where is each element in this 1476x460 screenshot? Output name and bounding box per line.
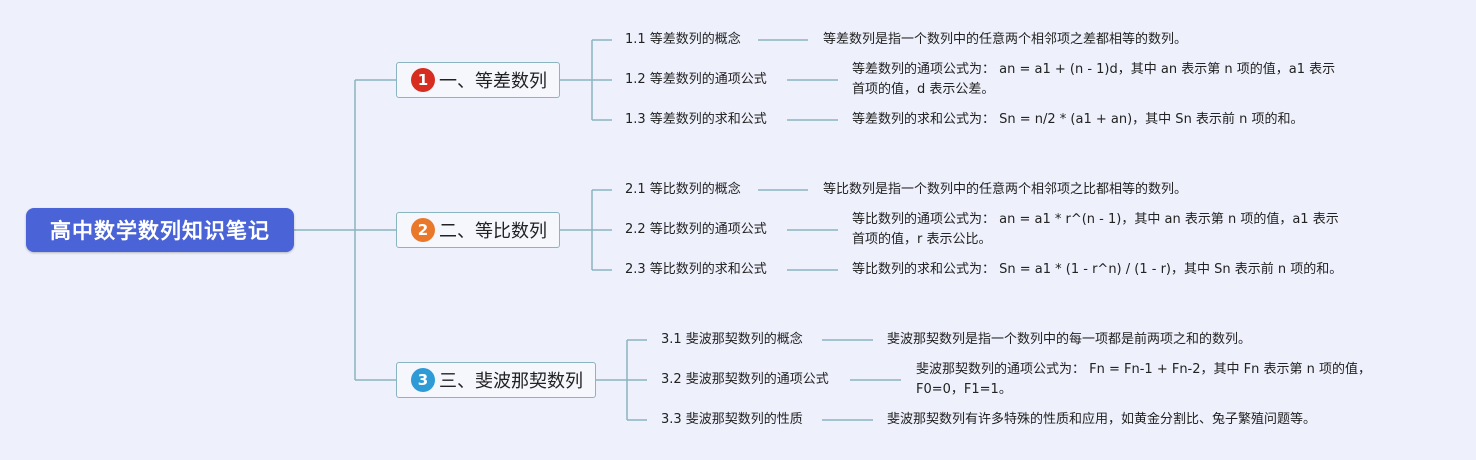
detail-2-2[interactable]: 等比数列的通项公式为： an = a1 * r^(n - 1)，其中 an 表示… [852,212,1339,247]
number-badge-2: 2 [411,218,435,242]
detail-1-2[interactable]: 等差数列的通项公式为： an = a1 + (n - 1)d，其中 an 表示第… [852,62,1336,97]
connector-b2-leaves [758,189,838,271]
subtopic-1-2[interactable]: 1.2 等差数列的通项公式 [625,72,767,87]
number-badge-1: 1 [411,68,435,92]
connector-b2-subs [592,189,612,271]
branch-geometric-sequence[interactable]: 2 二、等比数列 [396,212,560,248]
subtopic-1-3[interactable]: 1.3 等差数列的求和公式 [625,112,767,127]
branch-fibonacci-sequence[interactable]: 3 三、斐波那契数列 [396,362,596,398]
detail-2-3[interactable]: 等比数列的求和公式为： Sn = a1 * (1 - r^n) / (1 - r… [852,262,1343,277]
subtopic-3-3[interactable]: 3.3 斐波那契数列的性质 [661,412,803,427]
detail-1-3[interactable]: 等差数列的求和公式为： Sn = n/2 * (a1 + an)，其中 Sn 表… [852,112,1304,127]
detail-3-3[interactable]: 斐波那契数列有许多特殊的性质和应用，如黄金分割比、兔子繁殖问题等。 [887,412,1317,427]
number-badge-3: 3 [411,368,435,392]
branch-title: 二、等比数列 [439,221,547,242]
subtopic-2-3[interactable]: 2.3 等比数列的求和公式 [625,262,767,277]
branch-arithmetic-sequence[interactable]: 1 一、等差数列 [396,62,560,98]
root-topic[interactable]: 高中数学数列知识笔记 [26,208,294,252]
branch-title: 一、等差数列 [439,71,547,92]
detail-3-1[interactable]: 斐波那契数列是指一个数列中的每一项都是前两项之和的数列。 [887,332,1252,347]
detail-3-2[interactable]: 斐波那契数列的通项公式为： Fn = Fn-1 + Fn-2，其中 Fn 表示第… [916,362,1372,397]
connector-b1-leaves [758,39,838,121]
branch-title: 三、斐波那契数列 [439,371,583,392]
subtopic-1-1[interactable]: 1.1 等差数列的概念 [625,32,741,47]
connector-b3-subs [627,339,647,421]
detail-2-1[interactable]: 等比数列是指一个数列中的任意两个相邻项之比都相等的数列。 [823,182,1188,197]
subtopic-3-1[interactable]: 3.1 斐波那契数列的概念 [661,332,803,347]
connector-b3-leaves [822,339,901,421]
connector-b1-subs [592,39,612,121]
subtopic-2-2[interactable]: 2.2 等比数列的通项公式 [625,222,767,237]
subtopic-2-1[interactable]: 2.1 等比数列的概念 [625,182,741,197]
detail-1-1[interactable]: 等差数列是指一个数列中的任意两个相邻项之差都相等的数列。 [823,32,1188,47]
root-title: 高中数学数列知识笔记 [50,219,270,243]
subtopic-3-2[interactable]: 3.2 斐波那契数列的通项公式 [661,372,829,387]
